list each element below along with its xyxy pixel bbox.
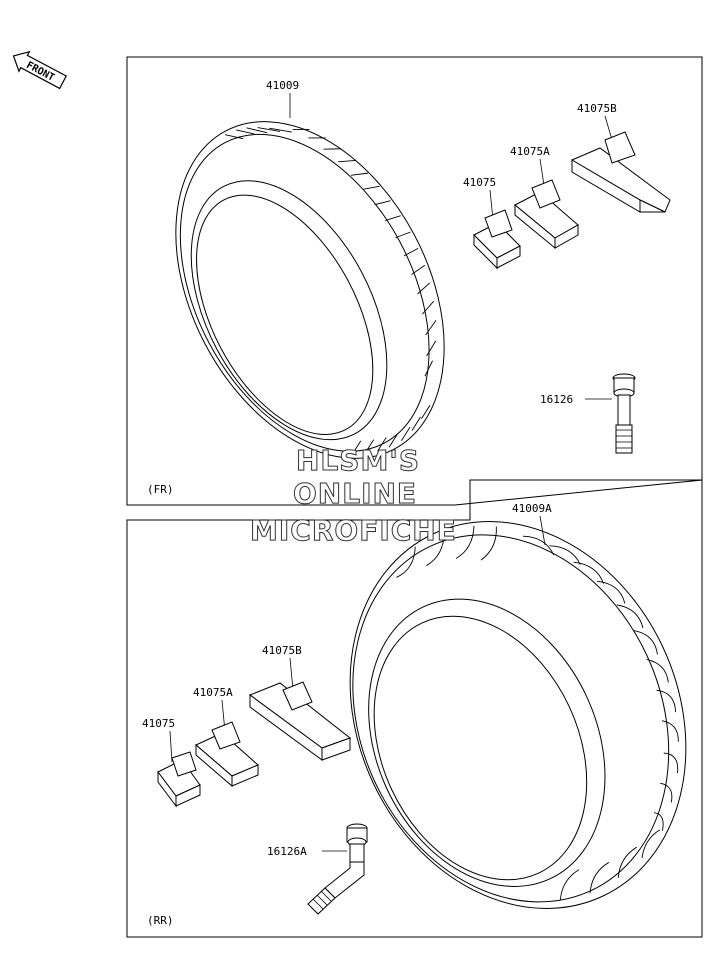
front-weight-b-label: 41075B: [577, 102, 617, 115]
rear-weight-label: 41075: [142, 717, 175, 730]
front-tire-label: 41009: [266, 79, 299, 92]
front-valve-label: 16126: [540, 393, 573, 406]
rear-weight-a-label: 41075A: [193, 686, 233, 699]
front-weight-a: [514, 179, 579, 250]
rear-weight: [157, 751, 201, 808]
rear-tire-label: 41009A: [512, 502, 552, 515]
front-weight: [473, 209, 521, 270]
rear-valve-stem: [307, 823, 368, 915]
rear-valve-label: 16126A: [267, 845, 307, 858]
front-arrow-icon: FRONT: [12, 50, 68, 90]
rear-panel-frame: [126, 479, 703, 938]
front-tire: [175, 121, 445, 459]
rear-weight-b: [248, 681, 352, 761]
watermark-line3: MICROFICHE: [250, 514, 457, 547]
front-weight-a-label: 41075A: [510, 145, 550, 158]
front-weight-label: 41075: [463, 176, 496, 189]
front-valve-stem: [612, 373, 636, 454]
watermark-line2: ONLINE: [293, 477, 417, 510]
front-panel-tag: (FR): [147, 483, 174, 496]
rear-tire: [349, 521, 687, 909]
rear-weight-a: [195, 721, 259, 788]
rear-panel-tag: (RR): [147, 914, 174, 927]
front-panel-frame: [126, 56, 703, 506]
watermark: HLSM'S ONLINE MICROFICHE: [250, 444, 457, 548]
watermark-line1: HLSM'S: [296, 444, 420, 477]
front-weight-b: [570, 131, 671, 213]
rear-weight-b-label: 41075B: [262, 644, 302, 657]
